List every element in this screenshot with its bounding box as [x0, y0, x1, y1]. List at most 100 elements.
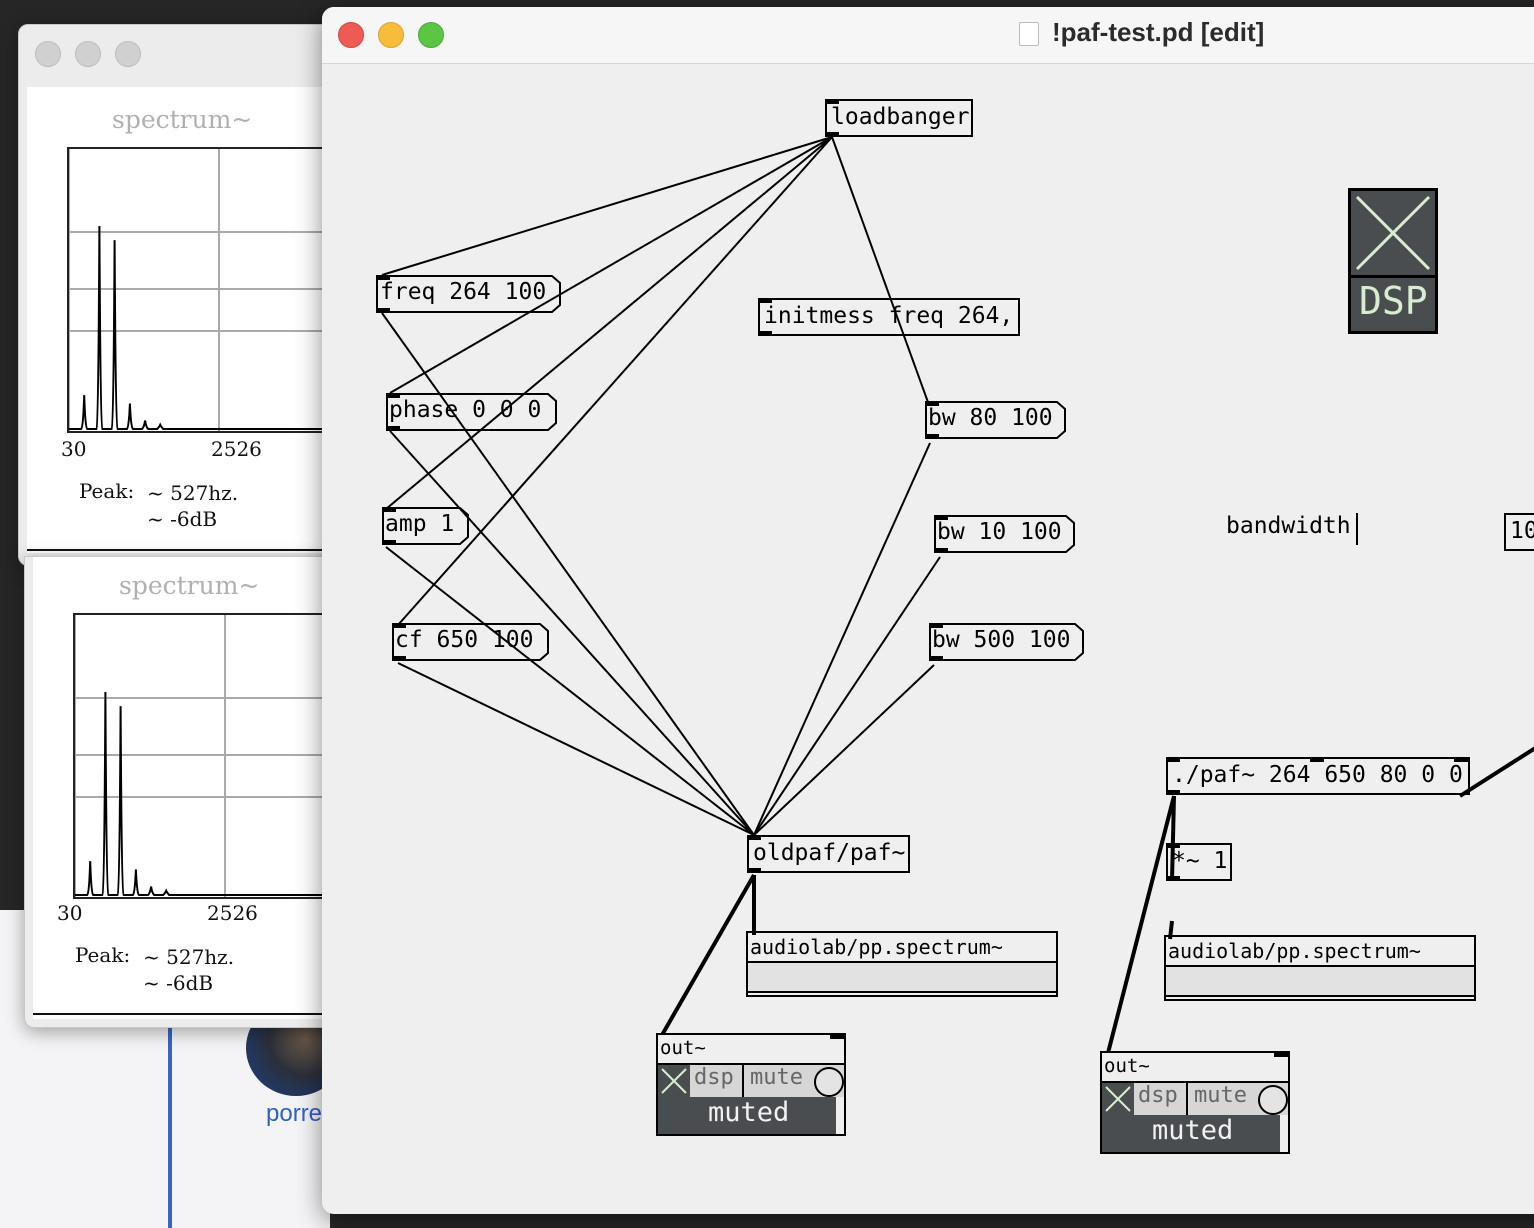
out-controls-row: dsp mute [658, 1063, 844, 1097]
outlet-marker [747, 868, 761, 873]
spectrum-curve [75, 691, 349, 896]
inlet-marker [386, 393, 400, 398]
inlet-marker [1310, 757, 1324, 762]
dsp-toggle-small[interactable] [658, 1065, 690, 1097]
gop-divider [1166, 965, 1474, 967]
avatar-name[interactable]: porre [266, 1100, 323, 1127]
spectrum-curve [69, 225, 349, 430]
close-button-inactive[interactable] [35, 41, 61, 67]
phase-message-text: phase 0 0 0 [389, 397, 542, 423]
outlet-marker [392, 656, 406, 661]
peak-frequency: ~ 527hz. [143, 945, 235, 969]
status-panel: muted [658, 1097, 836, 1134]
spectrum-grid [75, 615, 349, 897]
panel-divider [33, 1013, 349, 1015]
paf-object[interactable]: ./paf~ 264 650 80 0 0 [1166, 757, 1470, 795]
spectrum-graph [69, 149, 349, 431]
gop-area [1166, 967, 1474, 995]
document-icon [1019, 22, 1039, 46]
inlet-marker [747, 835, 761, 840]
inlet-marker [392, 623, 406, 628]
gop-divider [1166, 995, 1474, 997]
inlet-marker [1166, 757, 1180, 762]
patch-canvas[interactable]: loadbanger freq 264 100 initmess freq 26… [322, 63, 1534, 1214]
spectrum-window-bottom[interactable]: spectrum~ 30 2526 Peak: ~ 527hz. ~ -6dB [24, 556, 350, 1028]
spectrum-plot [73, 613, 349, 899]
spectrum-abstraction-label: audiolab/pp.spectrum~ [750, 935, 1003, 959]
oldpaf-object[interactable]: oldpaf/paf~ [747, 835, 910, 873]
initmess-object[interactable]: initmess freq 264, [758, 298, 1020, 336]
inlet-marker [1454, 757, 1468, 762]
close-button[interactable] [338, 22, 364, 48]
mute-button[interactable]: mute [750, 1065, 803, 1090]
inlet-marker [934, 515, 948, 520]
spectrum-window-top[interactable]: spectrum~ 30 2526 Peak: ~ 527hz. ~ -6dB [18, 24, 350, 566]
out-module-left[interactable]: out~ dsp mute muted [656, 1033, 846, 1136]
outlet-marker [758, 331, 772, 336]
freq-message-text: freq 264 100 [380, 279, 547, 305]
title-bar[interactable]: !paf-test.pd [edit] [322, 7, 1534, 64]
inlet-marker [1166, 843, 1180, 848]
patch-window[interactable]: !paf-test.pd [edit] [322, 7, 1534, 1214]
status-panel: muted [1102, 1115, 1280, 1152]
out-controls-row: dsp mute [1102, 1081, 1288, 1115]
multiply-object[interactable]: *~ 1 [1166, 843, 1232, 881]
mute-bang[interactable] [1258, 1085, 1288, 1115]
number-box[interactable]: 10 [1504, 513, 1534, 551]
mute-bang[interactable] [814, 1067, 844, 1097]
toggle-x-icon [1105, 1086, 1131, 1112]
spectrum-title: spectrum~ [112, 105, 253, 134]
spectrum-grid [69, 149, 349, 431]
dsp-button[interactable]: dsp [694, 1065, 734, 1090]
outlet-marker [925, 434, 939, 439]
panel-divider [27, 549, 349, 551]
bandwidth-comment[interactable]: bandwidth [1226, 513, 1351, 539]
spectrum-abstraction-label: audiolab/pp.spectrum~ [1168, 939, 1421, 963]
inlet-marker [925, 401, 939, 406]
outlet-marker [382, 540, 396, 545]
loadbanger-object[interactable]: loadbanger [825, 99, 973, 137]
dsp-button[interactable]: dsp [1138, 1083, 1178, 1108]
cf-message-text: cf 650 100 [395, 627, 534, 653]
inlet-marker [1274, 1053, 1288, 1057]
mute-button[interactable]: mute [1194, 1083, 1247, 1108]
out-module-label: out~ [1104, 1055, 1150, 1077]
out-module-right[interactable]: out~ dsp mute muted [1100, 1051, 1290, 1154]
x-tick-label-mid: 2526 [211, 437, 262, 461]
spectrum-panel: spectrum~ 30 2526 Peak: ~ 527hz. ~ -6dB [33, 557, 349, 1019]
gop-divider [748, 991, 1056, 993]
minimize-button-inactive[interactable] [75, 41, 101, 67]
inlet-marker [929, 623, 943, 628]
spectrum-abstraction-left[interactable]: audiolab/pp.spectrum~ [746, 931, 1058, 997]
dsp-toggle-small[interactable] [1102, 1083, 1134, 1115]
control-connections [381, 136, 941, 836]
peak-level: ~ -6dB [147, 507, 218, 531]
bw-80-message-text: bw 80 100 [928, 405, 1053, 431]
spectrum-title: spectrum~ [119, 571, 260, 600]
zoom-button-inactive[interactable] [115, 41, 141, 67]
text-cursor [1356, 513, 1358, 545]
dsp-toggle[interactable]: DSP [1348, 188, 1438, 334]
outlet-marker [825, 132, 839, 137]
window-title: !paf-test.pd [edit] [1052, 17, 1265, 47]
spectrum-plot [67, 147, 349, 433]
outlet-marker [929, 656, 943, 661]
x-tick-label-min: 30 [57, 901, 83, 925]
x-tick-label-mid: 2526 [207, 901, 258, 925]
control-divider [1186, 1083, 1188, 1115]
minimize-button[interactable] [378, 22, 404, 48]
outlet-marker [1166, 876, 1180, 881]
gop-divider [748, 961, 1056, 963]
zoom-button[interactable] [418, 22, 444, 48]
spectrum-abstraction-right[interactable]: audiolab/pp.spectrum~ [1164, 935, 1476, 1001]
control-divider [742, 1065, 744, 1097]
gop-area [748, 963, 1056, 991]
background-divider [168, 1020, 172, 1228]
dsp-label: DSP [1359, 279, 1428, 323]
muted-status: muted [708, 1097, 790, 1128]
spectrum-graph [75, 615, 349, 897]
bw-500-message-text: bw 500 100 [932, 627, 1071, 653]
peak-frequency: ~ 527hz. [147, 481, 239, 505]
amp-message-text: amp 1 [385, 511, 455, 537]
inlet-marker [758, 298, 772, 303]
